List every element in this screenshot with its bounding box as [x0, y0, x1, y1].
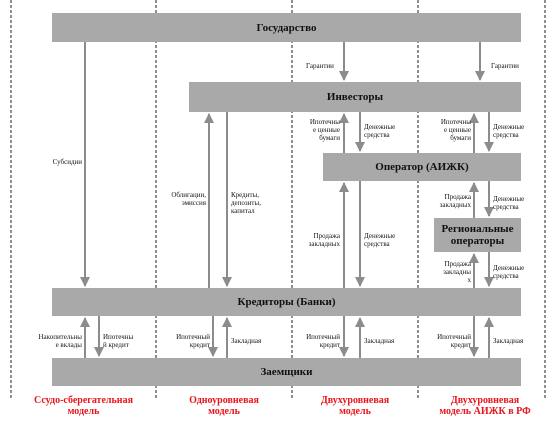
model-caption-1-line-1: Ссудо-сберегательная	[34, 395, 133, 406]
label-money-a: Денежные средства	[364, 123, 414, 139]
state-box: Государство	[52, 13, 521, 42]
label-money-b-line-2: средства	[493, 131, 519, 139]
label-guarantees-2: Гарантии	[491, 62, 519, 70]
label-sale-d-line-2: закладных	[439, 201, 471, 209]
borrowers-box: Заемщики	[52, 358, 521, 386]
label-sale-d: Продажа закладных	[421, 193, 471, 209]
label-mortgage-2-line-2: кредит	[189, 341, 210, 349]
label-money-c-line-2: средства	[364, 240, 390, 248]
label-sale-c-line-1: Продажа	[313, 232, 340, 240]
model-caption-4-line-2: модель АИЖК в РФ	[439, 406, 531, 417]
label-mort-sec-a: Ипотечны е ценные бумаги	[294, 118, 340, 142]
label-money-b-line-1: Денежные	[493, 123, 525, 131]
label-mort-sec-b-line-3: бумаги	[450, 134, 471, 142]
label-mortgage-2-line-1: Ипотечный	[176, 333, 210, 341]
label-subsidies: Субсидии	[52, 158, 82, 166]
model-caption-3-line-2: модель	[339, 406, 371, 417]
label-mort-sec-b-line-1: Ипотечны	[440, 118, 471, 126]
label-credits: Кредиты, депозиты, капитал	[231, 191, 279, 215]
label-money-b: Денежные средства	[493, 123, 543, 139]
label-money-e: Денежные средства	[493, 264, 543, 280]
model-caption-aizhk: Двухуровневая модель АИЖК в РФ	[418, 395, 552, 417]
label-money-c-line-1: Денежные	[364, 232, 396, 240]
model-caption-3-line-1: Двухуровневая	[320, 395, 390, 406]
creditors-box: Кредиторы (Банки)	[52, 288, 521, 316]
label-sale-d-line-1: Продажа	[444, 193, 471, 201]
label-savings-line-2: е вклады	[55, 341, 82, 349]
label-mortgage-1-line-1: Ипотечны	[103, 333, 134, 341]
label-sale-c: Продажа закладных	[294, 232, 340, 248]
label-mort-sec-b: Ипотечны е ценные бумаги	[421, 118, 471, 142]
regional-operators-box: Региональные операторы	[434, 218, 521, 252]
label-pledge-2: Закладная	[231, 337, 262, 345]
model-caption-4-line-1: Двухуровневая	[450, 395, 520, 406]
label-mortgage-4-line-2: кредит	[450, 341, 471, 349]
model-caption-two-level: Двухуровневая модель	[292, 395, 418, 417]
label-sale-e-line-2: закладны	[443, 268, 471, 276]
investors-box: Инвесторы	[189, 82, 521, 112]
label-credits-line-3: капитал	[231, 207, 255, 215]
label-money-c: Денежные средства	[364, 232, 414, 248]
label-money-a-line-2: средства	[364, 131, 390, 139]
label-mortgage-4: Ипотечный кредит	[421, 333, 471, 349]
label-mortgage-1: Ипотечны й кредит	[103, 333, 148, 349]
label-pledge-3: Закладная	[364, 337, 395, 345]
label-savings: Накопительны е вклады	[12, 333, 82, 349]
model-caption-2-line-1: Одноуровневая	[189, 395, 259, 406]
label-mortgage-1-line-2: й кредит	[103, 341, 129, 349]
label-bonds-line-1: Облигации,	[171, 191, 206, 199]
label-money-d-line-1: Денежные	[493, 195, 525, 203]
label-bonds-line-2: эмиссия	[181, 199, 206, 207]
label-sale-e-line-3: х	[467, 276, 472, 284]
label-money-d: Денежные средства	[493, 195, 543, 211]
label-mort-sec-b-line-2: е ценные	[443, 126, 471, 134]
label-mort-sec-a-line-1: Ипотечны	[309, 118, 340, 126]
label-money-e-line-2: средства	[493, 272, 519, 280]
label-money-e-line-1: Денежные	[493, 264, 525, 272]
label-sale-c-line-2: закладных	[308, 240, 340, 248]
label-sale-e: Продажа закладны х	[421, 260, 471, 284]
label-guarantees-1: Гарантии	[306, 62, 334, 70]
label-mortgage-3-line-2: кредит	[319, 341, 340, 349]
regional-label-2: операторы	[450, 235, 505, 247]
label-savings-line-1: Накопительны	[38, 333, 82, 341]
model-caption-savings-loan: Ссудо-сберегательная модель	[11, 395, 156, 417]
label-mortgage-2: Ипотечный кредит	[158, 333, 210, 349]
label-pledge-4: Закладная	[493, 337, 524, 345]
model-caption-one-level: Одноуровневая модель	[156, 395, 292, 417]
label-mort-sec-a-line-3: бумаги	[319, 134, 340, 142]
label-credits-line-1: Кредиты,	[231, 191, 260, 199]
label-mort-sec-a-line-2: е ценные	[312, 126, 340, 134]
label-mortgage-3-line-1: Ипотечный	[306, 333, 340, 341]
model-caption-2-line-2: модель	[208, 406, 240, 417]
label-credits-line-2: депозиты,	[231, 199, 261, 207]
label-mortgage-4-line-1: Ипотечный	[437, 333, 471, 341]
operator-box: Оператор (АИЖК)	[323, 153, 521, 181]
column-dividers	[10, 0, 546, 400]
label-bonds: Облигации, эмиссия	[158, 191, 206, 207]
regional-label-1: Региональные	[441, 223, 514, 235]
label-mortgage-3: Ипотечный кредит	[294, 333, 340, 349]
label-money-d-line-2: средства	[493, 203, 519, 211]
label-sale-e-line-1: Продажа	[444, 260, 471, 268]
model-caption-1-line-2: модель	[67, 406, 100, 417]
label-money-a-line-1: Денежные	[364, 123, 396, 131]
